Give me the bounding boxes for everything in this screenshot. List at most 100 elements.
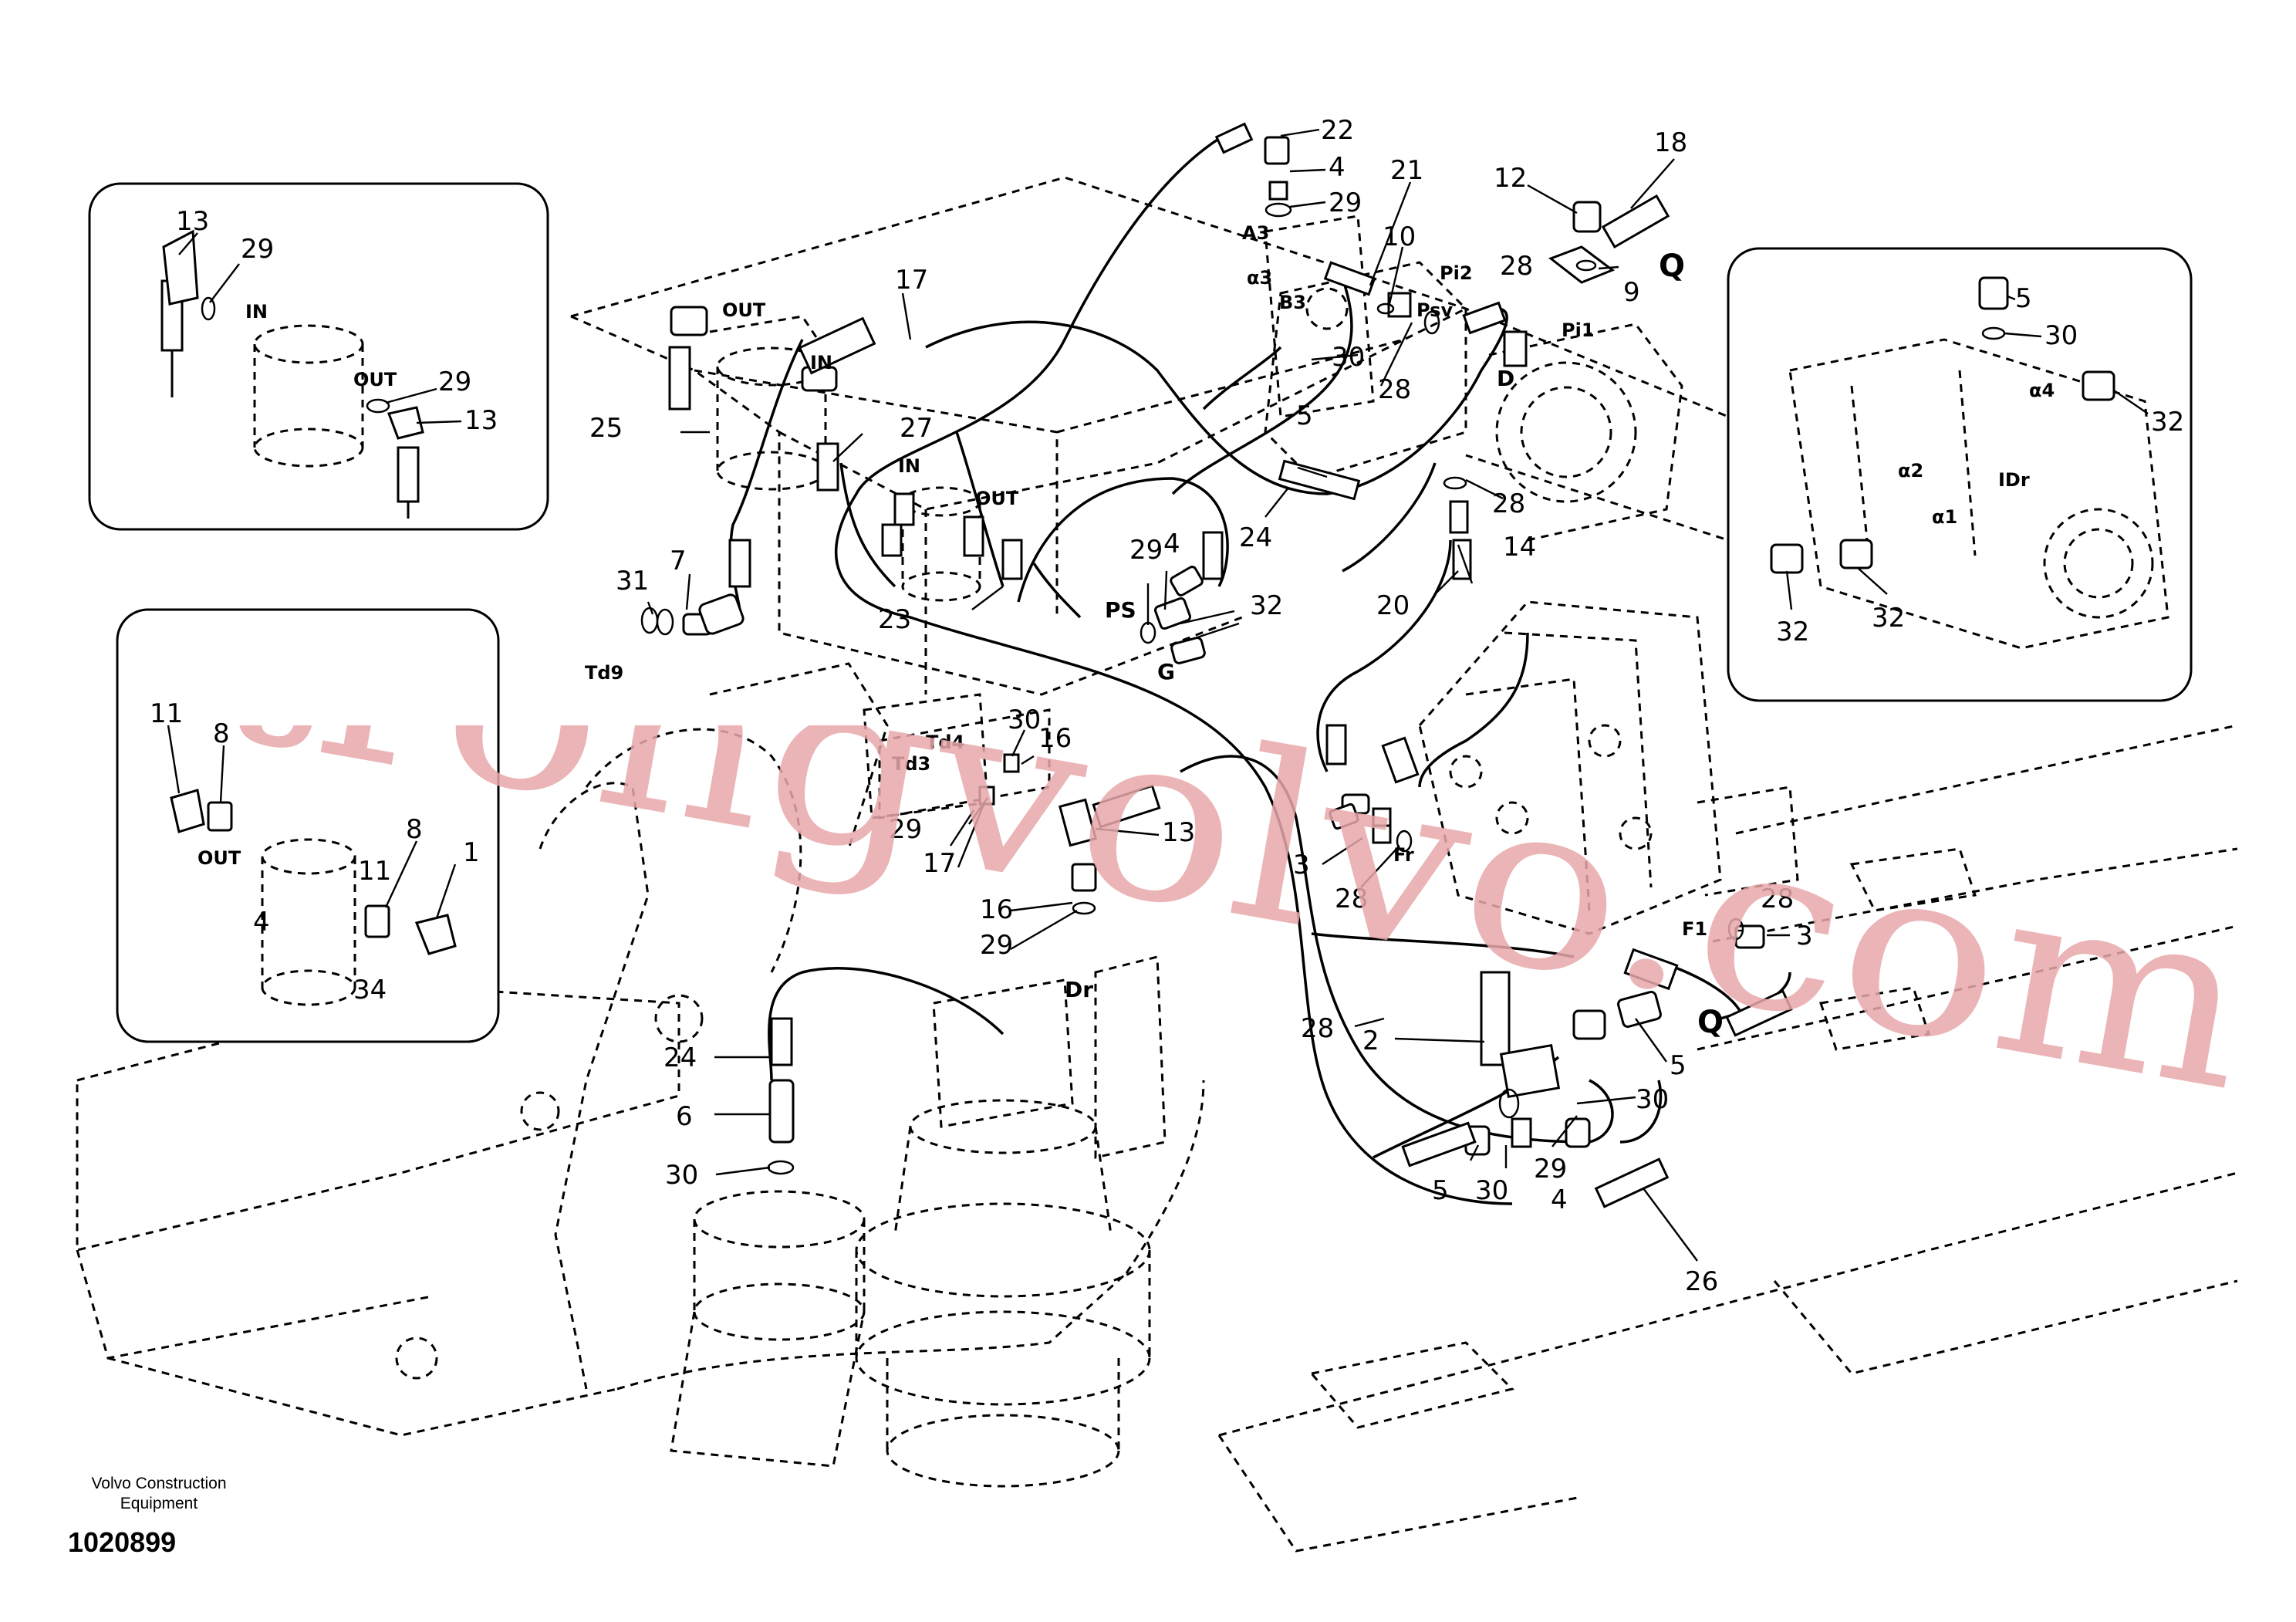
callout-6: 6: [676, 1101, 693, 1132]
callout-10: 10: [1383, 221, 1416, 252]
port-g: G: [1157, 659, 1175, 684]
callout-29-e: 28: [1761, 884, 1794, 914]
leader-lines: [167, 128, 2149, 1262]
callout-29-c: 28: [1492, 488, 1525, 519]
credit-line-1: Volvo Construction: [91, 1475, 227, 1492]
inset-callout-30: 29: [241, 234, 274, 265]
main-pump: [1264, 261, 1683, 542]
port-q-mid: Q: [1697, 1005, 1724, 1040]
callout-14: 14: [1503, 532, 1536, 563]
callout-5-c: 5: [1432, 1175, 1449, 1206]
callout-30-c: 29: [889, 814, 922, 845]
callout-30-d: 29: [980, 930, 1013, 961]
port-fr: Fr: [1393, 844, 1414, 866]
inset-callout-13: 13: [176, 206, 209, 237]
inset-callout-13-b: 13: [464, 405, 498, 436]
callout-4-c: 4: [1551, 1184, 1568, 1215]
inset-top-left: [88, 182, 549, 531]
port-dr: Dr: [1065, 977, 1093, 1002]
port-alpha2: α2: [1898, 460, 1923, 482]
callout-31-e: 30: [665, 1160, 698, 1191]
inset-callout-30-b: 29: [438, 367, 471, 397]
inset-callout-8: 8: [213, 718, 230, 749]
port-ps: PS: [1105, 597, 1136, 623]
port-alpha4: α4: [2029, 380, 2055, 401]
callout-29: 28: [1500, 251, 1533, 282]
port-a3: A3: [1242, 222, 1269, 244]
inset-callout-33: 32: [2151, 407, 2184, 438]
port-pi2: Pi2: [1440, 262, 1473, 284]
callout-16: 16: [1038, 723, 1072, 754]
callout-27: 26: [1685, 1266, 1718, 1297]
swing-motor: [855, 978, 1151, 1488]
callout-13: 13: [1162, 817, 1195, 848]
control-valve: [1418, 600, 1799, 935]
fittings: [640, 122, 1793, 1208]
callout-24: 23: [878, 604, 911, 635]
inset-callout-31: 30: [2044, 320, 2078, 351]
callout-31-b: 30: [1008, 705, 1041, 735]
callout-17: 17: [923, 848, 956, 879]
callout-32: 31: [616, 566, 649, 596]
port-out-inset1: OUT: [353, 369, 397, 390]
callout-23: 24: [1239, 522, 1272, 553]
callout-4: 4: [1329, 152, 1346, 183]
port-d: D: [1497, 366, 1514, 391]
port-idr: IDr: [1998, 469, 2030, 491]
inset-callout-5: 5: [2015, 283, 2032, 314]
port-b3: B3: [1279, 292, 1306, 313]
inset-callout-11-b: 11: [358, 856, 391, 887]
callout-2: 2: [1362, 1026, 1379, 1056]
callout-numbers: 22 4 29 2 1 10 18 12 28 9 17 30 28 5 25 2…: [150, 115, 2184, 1297]
port-q-top: Q: [1659, 248, 1685, 284]
port-pi1: Pi1: [1562, 319, 1595, 341]
port-out-filter: OUT: [722, 299, 766, 321]
callout-5-b: 5: [1670, 1050, 1687, 1081]
inset-callout-8-b: 8: [406, 814, 423, 845]
credit: Volvo Construction Equipment: [59, 1474, 259, 1514]
callout-18: 17: [895, 265, 928, 296]
inset-callout-1: 1: [463, 837, 480, 868]
port-out-filter2: OUT: [975, 488, 1019, 509]
callout-30-b: 29: [1129, 535, 1163, 566]
callout-3: 3: [1293, 850, 1310, 880]
port-alpha3: α3: [1247, 267, 1272, 289]
inset-callout-33-c: 32: [1872, 603, 1905, 634]
callout-9: 9: [1623, 277, 1640, 308]
port-labels: OUT IN IN OUT PS G Q Q Dr D Fr F1 Td9 Td…: [198, 222, 2055, 1040]
machine-frame-outline: [76, 176, 2238, 1553]
callout-31-c: 30: [1636, 1084, 1669, 1115]
port-td4: Td4: [926, 732, 964, 753]
gear-reducer: [670, 1190, 866, 1468]
port-out-inset2: OUT: [198, 847, 241, 869]
callout-29-f: 28: [1301, 1013, 1334, 1044]
callout-7: 7: [670, 546, 687, 576]
callout-31: 30: [1332, 342, 1365, 373]
callout-3-b: 3: [1796, 921, 1813, 951]
callout-22: 22: [1321, 115, 1354, 146]
inset-callout-33-b: 32: [1776, 617, 1809, 647]
callout-29-d: 28: [1335, 884, 1368, 914]
inset-left: [116, 608, 500, 1043]
callout-26: 25: [589, 413, 623, 444]
port-td9: Td9: [585, 662, 623, 684]
port-in-inset1: IN: [245, 301, 268, 323]
port-in-filter2: IN: [898, 455, 920, 477]
callout-31-d: 30: [1475, 1175, 1508, 1206]
callout-12: 12: [1494, 163, 1527, 194]
callout-28: 27: [900, 413, 933, 444]
callout-33: 32: [1250, 590, 1283, 621]
inset-callout-4: 4: [253, 907, 270, 938]
port-in-filter: IN: [810, 352, 832, 373]
callout-29-b: 28: [1378, 374, 1411, 405]
port-td3: Td3: [892, 753, 930, 775]
callout-5: 5: [1296, 400, 1313, 431]
callout-20: 20: [1376, 590, 1410, 621]
callout-19: 18: [1654, 127, 1687, 158]
inset-right: [1727, 247, 2193, 702]
inset-callout-34: 34: [353, 975, 387, 1005]
callout-16-b: 16: [980, 894, 1013, 925]
callout-4-b: 4: [1163, 529, 1180, 559]
pilot-valve-block: [1264, 215, 1375, 418]
port-alpha1: α1: [1932, 506, 1957, 528]
